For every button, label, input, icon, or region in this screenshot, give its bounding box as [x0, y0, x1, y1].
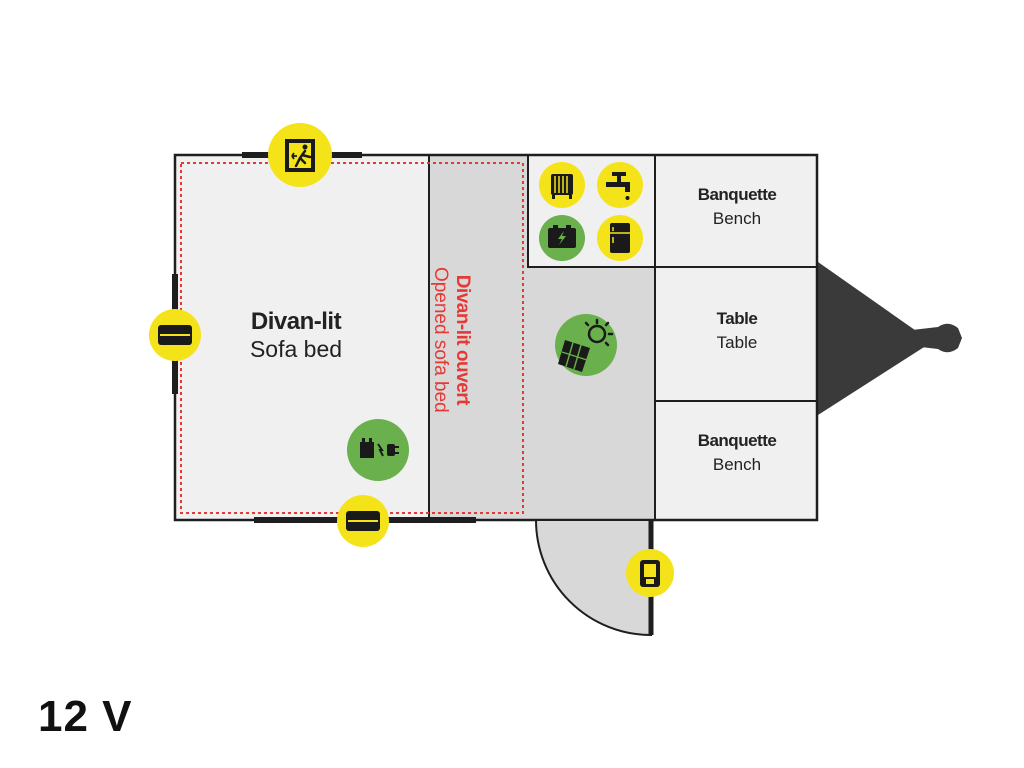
sofa-bed-label-fr: Divan-lit: [250, 308, 342, 335]
power-outlet-icon: [347, 419, 409, 481]
bench-top-label: Banquette Bench: [672, 185, 802, 228]
table-label-fr: Table: [716, 309, 758, 328]
tow-hitch: [818, 262, 932, 415]
bench-bottom-label-en: Bench: [712, 454, 762, 474]
opened-sofa-bed-label-fr: Divan-lit ouvert: [451, 274, 473, 405]
battery-icon: [539, 215, 585, 261]
window-icon: [337, 495, 389, 547]
opened-sofa-bed-label-en: Opened sofa bed: [430, 266, 451, 413]
door-swing: [534, 519, 652, 637]
fridge-icon: [597, 215, 643, 261]
faucet-icon: [597, 162, 643, 208]
emergency-exit-icon: [268, 123, 332, 187]
heater-icon: [539, 162, 585, 208]
door-icon: [626, 549, 674, 597]
bench-bottom-label: Banquette Bench: [672, 431, 802, 474]
sofa-bed-label-en: Sofa bed: [249, 335, 343, 362]
opened-sofa-bed-label: Divan-lit ouvert Opened sofa bed: [429, 255, 473, 425]
voltage-label: 12 V: [38, 692, 133, 741]
table-area: [654, 266, 818, 402]
bench-top-label-fr: Banquette: [697, 185, 777, 204]
table-label-en: Table: [716, 332, 758, 352]
table-label: Table Table: [672, 309, 802, 352]
bench-bottom-label-fr: Banquette: [697, 431, 777, 450]
bench-top-area: [654, 154, 818, 268]
sofa-bed-label: Divan-lit Sofa bed: [236, 308, 356, 362]
corridor-area: [528, 267, 655, 520]
window-icon: [149, 309, 201, 361]
solar-panel-icon: [555, 314, 617, 376]
bench-bottom-area: [654, 400, 818, 521]
bench-top-label-en: Bench: [712, 208, 762, 228]
opened-sofa-bed-area: [429, 155, 528, 520]
tow-hitch-coupler: [912, 323, 962, 353]
